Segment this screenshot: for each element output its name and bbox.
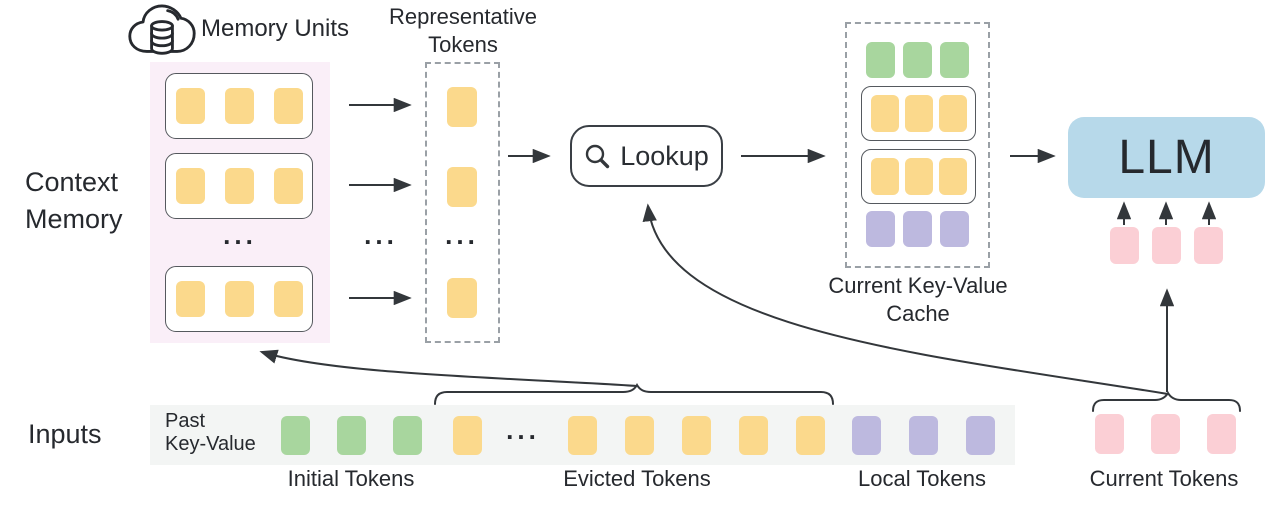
cache-token-purple [903,211,932,247]
representative-token [447,87,477,127]
llm-input-tokens [1110,227,1223,264]
memory-units-title: Memory Units [201,15,350,42]
cache-token-yellow [870,158,899,195]
memory-token [175,281,205,317]
past-key-value-label-line2: Key-Value [165,433,256,455]
local-token [966,416,995,455]
current-token [1207,414,1236,454]
current-tokens-label: Current Tokens [1089,466,1239,491]
representative-tokens-column [425,62,500,343]
cache-token-yellow [904,158,933,195]
cache-memory-unit [861,149,976,204]
cache-token-green [866,42,895,78]
lookup-box: Lookup [570,125,723,187]
memory-ellipsis: ... [223,220,257,250]
memory-unit [165,266,313,332]
cache-memory-unit [861,86,976,141]
memory-unit [165,153,313,219]
representative-tokens-label-line2: Tokens [428,32,498,57]
cache-row-initial [866,42,969,78]
initial-token [281,416,310,455]
memory-token [273,168,303,204]
initial-tokens-group [281,416,422,455]
llm-box: LLM [1068,117,1265,198]
current-tokens-group [1095,414,1236,454]
cache-token-purple [866,211,895,247]
local-token [852,416,881,455]
evicted-token [682,416,711,455]
initial-token [337,416,366,455]
current-kv-cache-label: Current Key-Value Cache [803,272,1033,328]
memory-token [273,88,303,124]
arrow-evicted-to-context-memory [259,349,638,387]
memory-token [224,281,254,317]
local-token [909,416,938,455]
cache-token-purple [940,211,969,247]
arrows-ellipsis: ... [364,220,398,250]
llm-input-token [1194,227,1223,264]
current-tokens-brace [1092,391,1241,412]
cache-token-green [903,42,932,78]
memory-token [175,168,205,204]
initial-token [393,416,422,455]
local-tokens-label: Local Tokens [857,466,986,491]
representative-tokens-label: Representative Tokens [363,3,563,59]
inputs-section-label: Inputs [28,419,102,449]
current-kv-cache-label-line2: Cache [886,301,950,326]
cache-token-yellow [938,95,967,132]
memory-token [224,88,254,124]
context-memory-label-line1: Context [25,167,119,197]
past-key-value-label: Past Key-Value [165,410,256,456]
representative-ellipsis: ... [445,220,479,250]
cache-token-green [940,42,969,78]
cache-row-local [866,211,969,247]
evicted-token [453,416,482,455]
memory-token [273,281,303,317]
initial-tokens-label: Initial Tokens [287,466,415,491]
llm-input-token [1110,227,1139,264]
evicted-ellipsis: ... [506,415,540,445]
search-icon [586,144,610,168]
cache-token-yellow [938,158,967,195]
representative-token [447,167,477,207]
evicted-tokens-brace [434,383,834,405]
context-memory-label-line2: Memory [25,204,123,234]
memory-token [224,168,254,204]
evicted-token [796,416,825,455]
evicted-tokens-group [568,416,825,455]
evicted-token [625,416,654,455]
cache-token-yellow [904,95,933,132]
evicted-token [739,416,768,455]
representative-token [447,278,477,318]
current-kv-cache-label-line1: Current Key-Value [828,273,1008,298]
llm-input-token [1152,227,1181,264]
representative-tokens-label-line1: Representative [389,4,537,29]
local-tokens-group [852,416,995,455]
evicted-token [568,416,597,455]
memory-token [175,88,205,124]
current-token [1151,414,1180,454]
lookup-label: Lookup [620,140,709,171]
past-key-value-label-line1: Past [165,410,206,432]
cloud-database-icon [128,4,196,55]
current-token [1095,414,1124,454]
cache-token-yellow [870,95,899,132]
memory-unit [165,73,313,139]
llm-label: LLM [1118,131,1215,184]
evicted-tokens-label: Evicted Tokens [563,466,711,491]
context-memory-label: Context Memory [25,164,123,238]
